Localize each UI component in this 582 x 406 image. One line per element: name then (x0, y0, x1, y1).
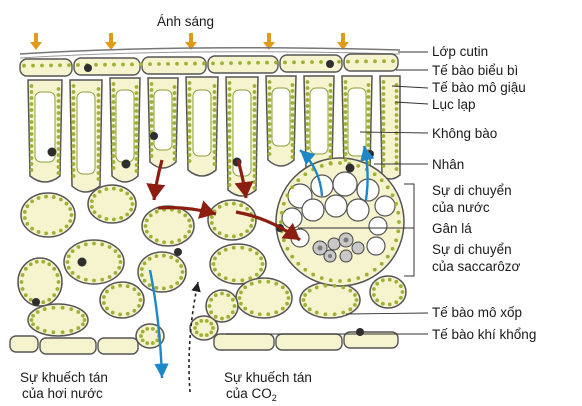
chloroplast-label: Lục lạp (432, 97, 476, 112)
nucleus-icon (346, 164, 355, 173)
spongy-label: Tế bào mô xốp (432, 305, 522, 320)
nucleus-icon (326, 60, 334, 68)
water-movement-label-line2: của nước (432, 200, 490, 215)
palisade-label: Tế bào mô giậu (432, 80, 526, 95)
nucleus-icon (174, 248, 182, 256)
nucleus-icon (48, 148, 57, 157)
co2-diffusion-label-line1: Sự khuếch tán (224, 370, 312, 385)
cuticle-label: Lớp cutin (432, 44, 488, 59)
guard-cell-label: Tế bào khí khổng (432, 327, 536, 342)
sunlight-arrow-icon (337, 33, 349, 50)
light-label: Ánh sáng (157, 14, 214, 29)
nucleus-icon (84, 64, 92, 72)
nucleus-icon (122, 160, 131, 169)
nucleus-label: Nhân (432, 157, 464, 172)
cuticle-layer (20, 48, 400, 58)
co2-diffusion-label-line2: của CO2 (226, 386, 277, 406)
vapor-diffusion-label-line1: Sự khuếch tán (20, 370, 108, 385)
vein-label: Gân lá (432, 221, 472, 236)
sunlight-arrow-icon (105, 33, 117, 50)
vapor-diffusion-label-line2: của hơi nước (22, 386, 103, 401)
sucrose-movement-label-line2: của saccarôzơ (432, 259, 520, 274)
water-movement-label-line1: Sự di chuyển (432, 183, 512, 198)
vacuole-label: Không bào (432, 126, 497, 141)
epidermis-label: Tế bào biểu bì (432, 63, 518, 78)
nucleus-icon (32, 298, 40, 306)
co2-subscript: 2 (272, 393, 277, 403)
leaf-vein (276, 158, 404, 286)
sunlight-arrow-icon (30, 33, 42, 50)
co2-label-text: của CO (226, 386, 272, 401)
nucleus-icon (78, 258, 87, 267)
nucleus-icon (150, 132, 158, 140)
water-vein-bracket (404, 184, 414, 276)
nucleus-icon (356, 328, 364, 336)
sucrose-movement-label-line1: Sự di chuyển (432, 242, 512, 257)
